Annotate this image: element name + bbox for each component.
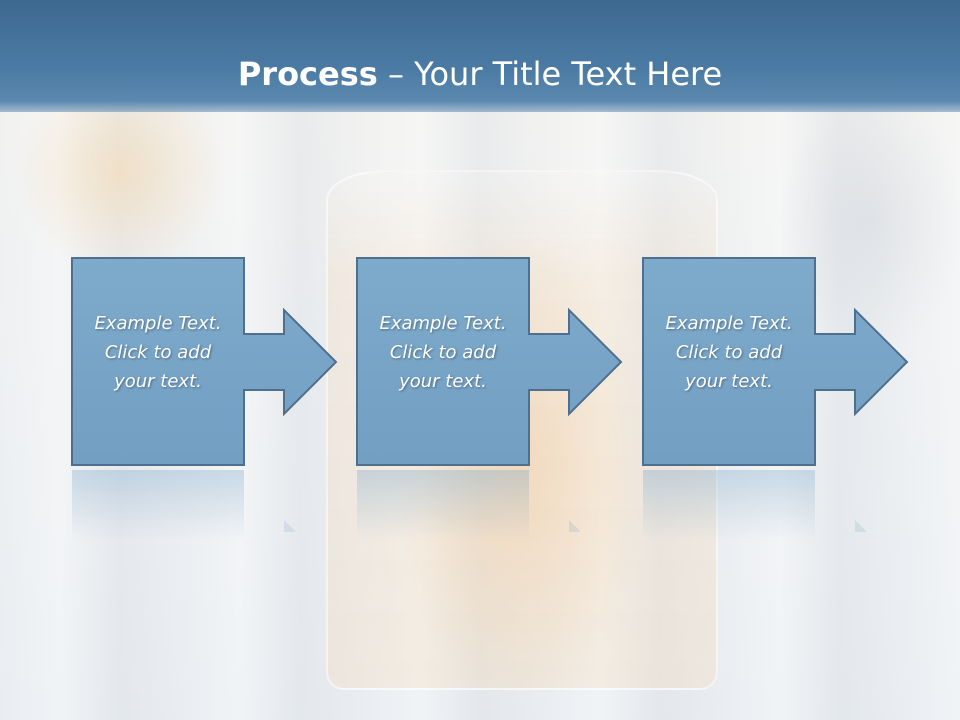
step-line-3: your text. <box>399 371 487 392</box>
step-line-2: Click to add <box>389 342 497 363</box>
step-line-1: Example Text. <box>665 313 793 334</box>
step-text[interactable]: Example Text. Click to add your text. <box>644 309 814 396</box>
step-line-1: Example Text. <box>94 313 222 334</box>
title-bold: Process <box>237 55 378 93</box>
step-line-2: Click to add <box>675 342 783 363</box>
process-step-2[interactable]: Example Text. Click to add your text. <box>356 257 624 467</box>
process-step-1[interactable]: Example Text. Click to add your text. <box>71 257 339 467</box>
step-text[interactable]: Example Text. Click to add your text. <box>73 309 243 396</box>
title-bar <box>0 0 960 112</box>
arrow-callout-shape <box>71 257 338 466</box>
arrow-callout-shape <box>356 257 623 466</box>
step-line-3: your text. <box>114 371 202 392</box>
step-line-2: Click to add <box>104 342 212 363</box>
arrow-callout-shape <box>642 257 909 466</box>
step-line-3: your text. <box>685 371 773 392</box>
slide-title[interactable]: Process – Your Title Text Here <box>0 52 960 96</box>
step-reflection-1 <box>71 470 339 540</box>
step-text[interactable]: Example Text. Click to add your text. <box>358 309 528 396</box>
step-line-1: Example Text. <box>379 313 507 334</box>
title-rest: – Your Title Text Here <box>377 55 723 93</box>
process-step-3[interactable]: Example Text. Click to add your text. <box>642 257 910 467</box>
step-reflection-2 <box>356 470 624 540</box>
step-reflection-3 <box>642 470 910 540</box>
